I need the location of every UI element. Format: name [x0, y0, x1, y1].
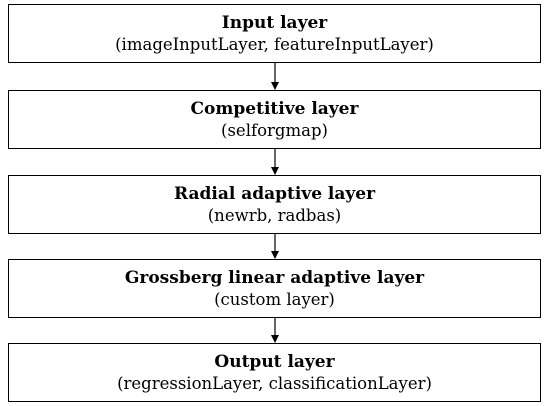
radial-adaptive-layer-box: Radial adaptive layer (newrb, radbas)	[8, 175, 541, 234]
grossberg-layer-box: Grossberg linear adaptive layer (custom …	[8, 259, 541, 318]
output-layer-title: Output layer	[214, 352, 335, 372]
input-layer-subtitle: (imageInputLayer, featureInputLayer)	[115, 35, 434, 54]
competitive-layer-box: Competitive layer (selforgmap)	[8, 90, 541, 149]
input-layer-title: Input layer	[221, 13, 328, 33]
competitive-layer-title: Competitive layer	[190, 99, 359, 119]
grossberg-layer-subtitle: (custom layer)	[214, 290, 335, 309]
competitive-layer-subtitle: (selforgmap)	[221, 121, 328, 140]
input-layer-box: Input layer (imageInputLayer, featureInp…	[8, 4, 541, 63]
grossberg-layer-title: Grossberg linear adaptive layer	[124, 268, 425, 288]
radial-adaptive-layer-title: Radial adaptive layer	[173, 184, 376, 204]
output-layer-subtitle: (regressionLayer, classificationLayer)	[117, 374, 432, 393]
radial-adaptive-layer-subtitle: (newrb, radbas)	[207, 206, 342, 225]
output-layer-box: Output layer (regressionLayer, classific…	[8, 343, 541, 402]
